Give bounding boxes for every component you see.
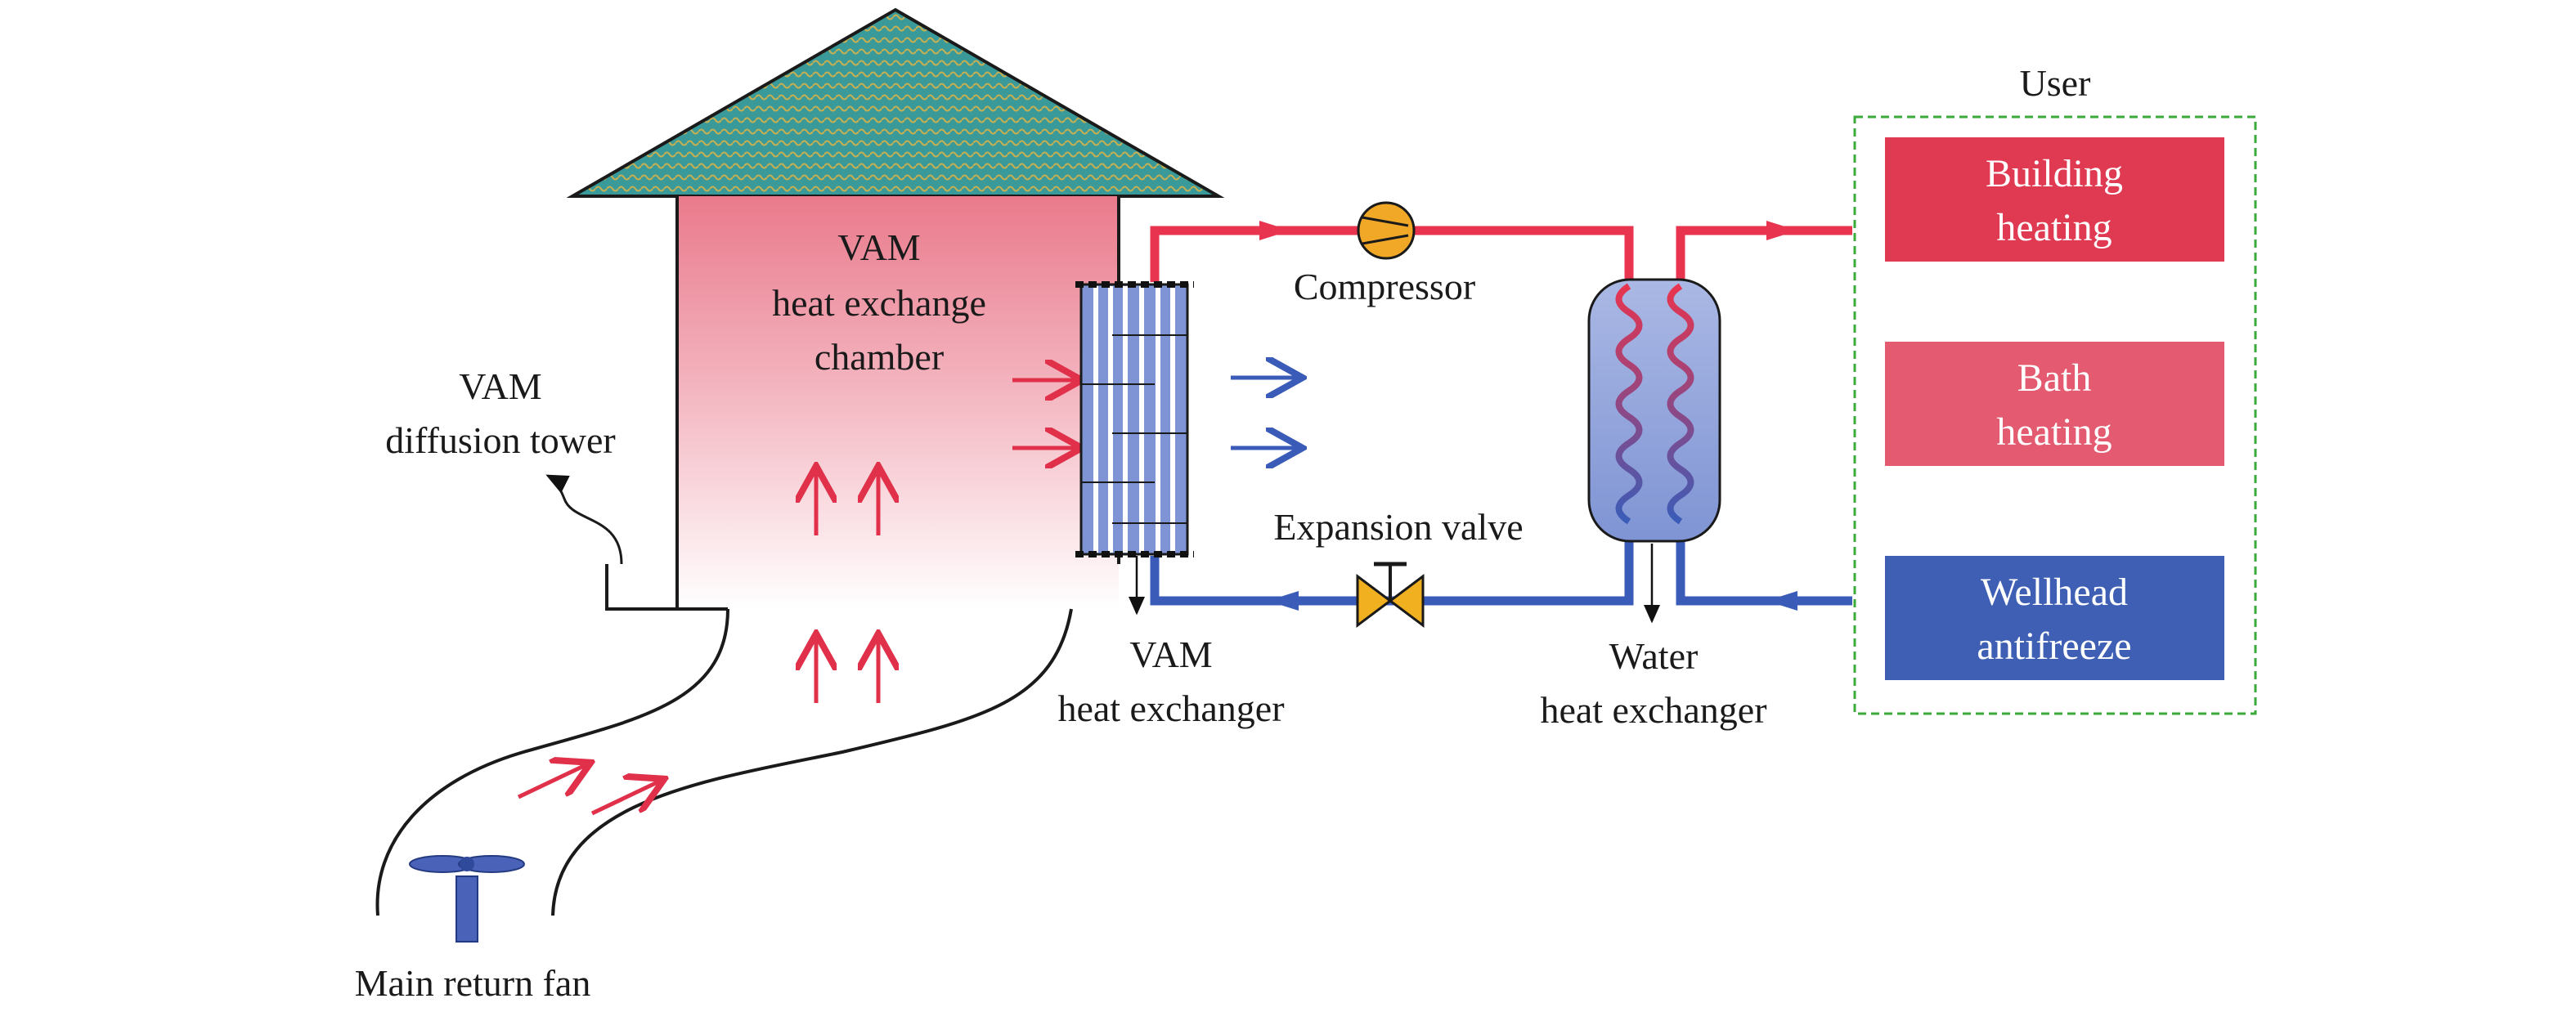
expansion-valve-icon (1356, 562, 1425, 628)
fan-label: Main return fan (355, 962, 591, 1004)
vam-heat-exchanger-icon (1075, 281, 1194, 616)
building-heating-label-2: heating (1996, 206, 2112, 249)
tower-label-1: VAM (459, 365, 541, 407)
vam-hx-label-1: VAM (1129, 634, 1212, 675)
vam-heat-exchange-chamber (677, 196, 1119, 609)
vam-hx-label-2: heat exchanger (1057, 687, 1284, 729)
airflow-arrows (517, 380, 1078, 816)
roof (566, 7, 1225, 198)
compressor-label: Compressor (1294, 266, 1475, 307)
chamber-label-3: chamber (815, 336, 944, 378)
bath-heating-label-2: heating (1996, 410, 2112, 454)
diffusion-tower (605, 564, 728, 611)
wellhead-antifreeze-label-1: Wellhead (1981, 571, 2128, 614)
compressor-icon (1357, 201, 1416, 260)
cold-pipe-user (1676, 540, 1852, 606)
bath-heating-label-1: Bath (2017, 356, 2092, 400)
cooled-air-arrows (1231, 378, 1299, 448)
user-panel (1853, 115, 2257, 715)
building-heating-box (1885, 137, 2224, 262)
chamber-label-1: VAM (837, 226, 920, 268)
wellhead-antifreeze-box (1885, 556, 2224, 680)
diffusion-exhaust-arrow (545, 474, 623, 565)
wellhead-antifreeze-label-2: antifreeze (1977, 625, 2131, 668)
expansion-valve-label: Expansion valve (1273, 506, 1523, 548)
chamber-label-2: heat exchange (772, 282, 986, 324)
bath-heating-box (1885, 342, 2224, 466)
building-heating-label-1: Building (1986, 152, 2123, 195)
air-duct-left (375, 608, 729, 916)
air-duct-right (551, 608, 1073, 916)
pipe-flow-arrows (1259, 221, 1797, 611)
main-return-fan-icon (409, 855, 525, 943)
water-heat-exchanger-icon (1587, 278, 1721, 624)
tower-label-2: diffusion tower (385, 419, 616, 461)
user-title: User (2020, 62, 2091, 104)
water-hx-label-2: heat exchanger (1540, 689, 1766, 731)
water-hx-label-1: Water (1609, 635, 1699, 677)
